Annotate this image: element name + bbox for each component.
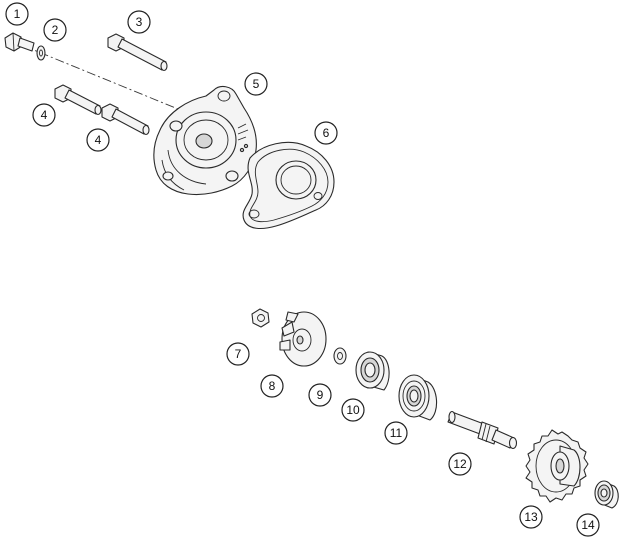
svg-text:11: 11 xyxy=(390,426,403,440)
washer-part-2 xyxy=(36,45,46,61)
pump-cover-part-5 xyxy=(153,85,257,196)
callout-4b: 4 xyxy=(86,128,110,152)
seal-part-10 xyxy=(355,351,390,391)
callout-9: 9 xyxy=(308,383,332,407)
callout-13: 13 xyxy=(519,505,543,529)
callout-5: 5 xyxy=(244,72,268,96)
svg-text:2: 2 xyxy=(52,23,59,37)
nut-part-7 xyxy=(251,308,270,328)
callout-3: 3 xyxy=(127,10,151,34)
svg-text:8: 8 xyxy=(269,379,276,393)
callout-1: 1 xyxy=(5,2,29,26)
bearing-part-14 xyxy=(594,480,619,509)
svg-text:6: 6 xyxy=(323,126,330,140)
svg-text:7: 7 xyxy=(235,347,242,361)
svg-text:13: 13 xyxy=(524,510,538,524)
callout-2: 2 xyxy=(43,18,67,42)
callout-12: 12 xyxy=(448,452,472,476)
assembly-axis-line xyxy=(23,45,201,119)
gasket-part-6 xyxy=(242,141,335,230)
svg-text:1: 1 xyxy=(14,7,21,21)
callout-6: 6 xyxy=(314,121,338,145)
bolt-part-4a xyxy=(54,84,102,116)
washer-part-9 xyxy=(333,347,347,365)
svg-text:3: 3 xyxy=(136,15,143,29)
callout-11: 11 xyxy=(384,421,408,445)
svg-text:14: 14 xyxy=(581,518,595,532)
callout-7: 7 xyxy=(226,342,250,366)
bolt-part-1 xyxy=(4,32,35,52)
svg-text:4: 4 xyxy=(41,108,48,122)
callout-10: 10 xyxy=(341,398,365,422)
bolt-part-4b xyxy=(101,103,150,136)
svg-text:4: 4 xyxy=(95,133,102,147)
impeller-part-8 xyxy=(279,311,327,367)
svg-text:9: 9 xyxy=(317,388,324,402)
svg-text:5: 5 xyxy=(253,77,260,91)
callout-14: 14 xyxy=(576,513,600,537)
bearing-part-11 xyxy=(398,374,438,421)
gear-part-13 xyxy=(525,429,589,503)
callout-4a: 4 xyxy=(32,103,56,127)
bolt-part-3 xyxy=(107,33,168,72)
callout-8: 8 xyxy=(260,374,284,398)
shaft-part-12 xyxy=(447,410,518,450)
svg-text:12: 12 xyxy=(453,457,467,471)
svg-text:10: 10 xyxy=(346,403,360,417)
